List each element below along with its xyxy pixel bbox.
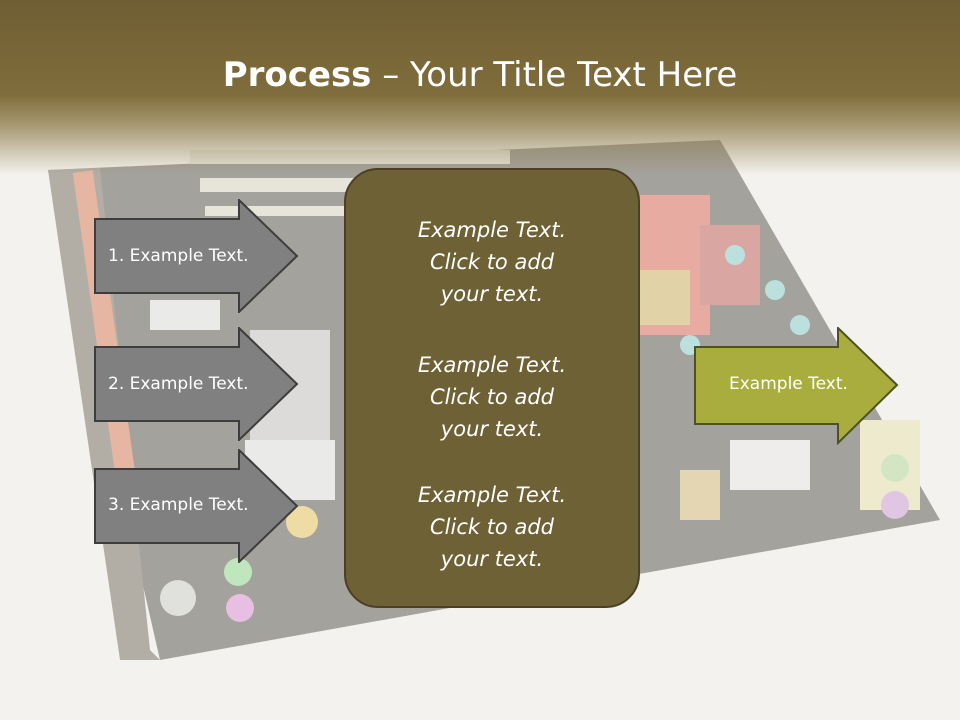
center-block-1-line3: your text. [440,282,544,306]
left-arrow-2[interactable] [94,327,300,441]
center-block-2-line1: Example Text. [417,353,567,377]
left-arrow-3-label: 3. Example Text. [108,495,249,515]
center-block-3-line2: Click to add [429,515,554,539]
center-block-2: Example Text. Click to add your text. [346,349,638,445]
center-block-2-line3: your text. [440,417,544,441]
left-arrow-3[interactable] [94,449,300,563]
center-block-1: Example Text. Click to add your text. [346,214,638,310]
title-bold: Process [222,55,372,95]
left-arrow-1[interactable] [94,199,300,313]
center-text-box[interactable]: Example Text. Click to add your text. Ex… [344,168,640,608]
left-arrow-1-label: 1. Example Text. [108,246,249,266]
center-block-1-line1: Example Text. [417,218,567,242]
title-band [0,0,960,175]
center-block-3-line1: Example Text. [417,483,567,507]
slide-title[interactable]: Process – Your Title Text Here [0,52,960,98]
center-block-1-line2: Click to add [429,250,554,274]
center-block-3: Example Text. Click to add your text. [346,479,638,575]
center-block-3-line3: your text. [440,547,544,571]
right-arrow-label: Example Text. [729,374,848,394]
center-block-2-line2: Click to add [429,385,554,409]
left-arrow-2-label: 2. Example Text. [108,374,249,394]
title-rest: – Your Title Text Here [371,55,738,95]
right-arrow[interactable] [694,327,900,445]
